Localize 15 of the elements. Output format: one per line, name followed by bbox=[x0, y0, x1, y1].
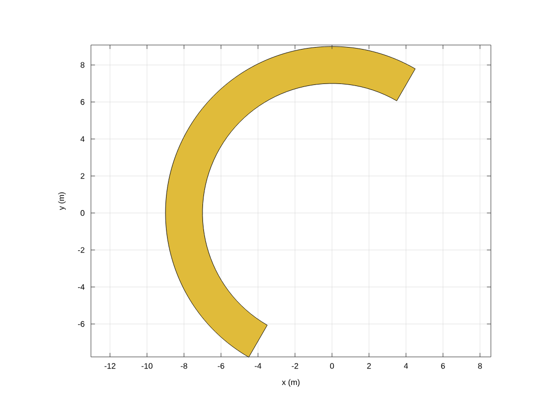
tick-label: -10 bbox=[142, 363, 152, 369]
tick-label: -6 bbox=[78, 321, 84, 327]
axis-label: x (m) bbox=[282, 379, 300, 387]
tick-label: -2 bbox=[78, 247, 84, 253]
arc-shape bbox=[165, 46, 416, 358]
tick-label: 0 bbox=[80, 210, 84, 216]
tick-label: 6 bbox=[80, 99, 84, 105]
tick-label: 8 bbox=[478, 363, 482, 369]
tick-label: 6 bbox=[441, 363, 445, 369]
tick-label: 2 bbox=[80, 173, 84, 179]
tick-label: 8 bbox=[80, 62, 84, 68]
tick-label: -4 bbox=[78, 284, 85, 290]
axis-label: y (m) bbox=[58, 192, 66, 210]
tick-label: 4 bbox=[80, 136, 85, 142]
tick-label: -12 bbox=[104, 363, 116, 369]
